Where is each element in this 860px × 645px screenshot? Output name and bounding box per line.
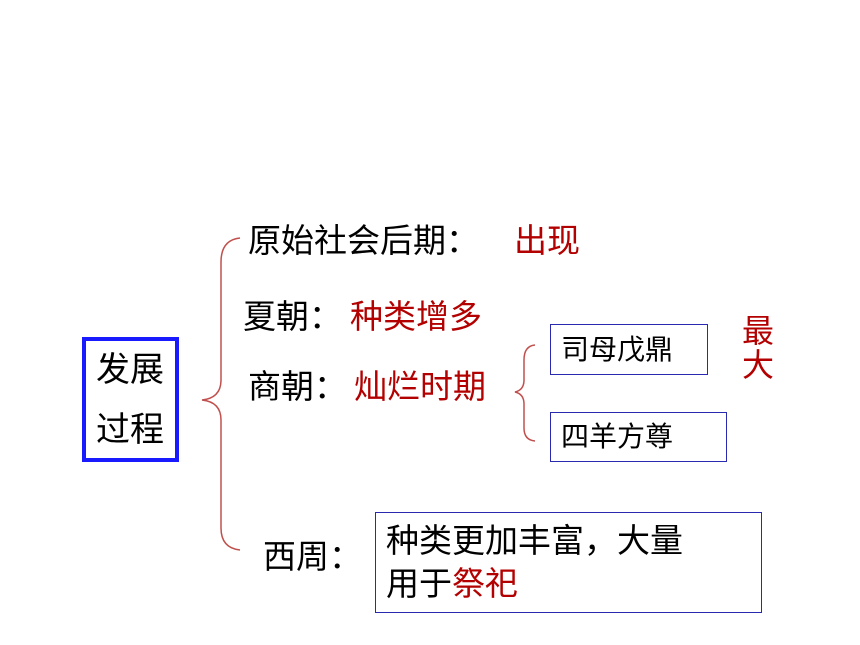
largest-note: 最 大: [740, 314, 776, 382]
branch-west-zhou-label: 西周：: [263, 537, 362, 576]
main-brace: [201, 237, 241, 551]
main-topic-line-2: 过程: [96, 410, 164, 450]
branch-xia-value: 种类增多: [350, 297, 482, 336]
branch-shang-value: 灿烂时期: [354, 367, 486, 406]
main-topic-line-1: 发展: [96, 350, 164, 390]
main-topic-box: 发展 过程: [82, 337, 179, 462]
west-zhou-line-1: 种类更加丰富，大量: [386, 521, 683, 560]
largest-note-char-2: 大: [741, 346, 774, 384]
west-zhou-line-2-black: 用于: [386, 564, 452, 603]
branch-xia-label: 夏朝：: [243, 297, 342, 336]
example-siyang-fangzun: 四羊方尊: [561, 420, 674, 453]
west-zhou-box: 种类更加丰富，大量 用于祭祀: [375, 512, 762, 613]
example-simuwu-ding: 司母戊鼎: [561, 333, 674, 366]
shang-brace: [514, 344, 536, 442]
west-zhou-line-2: 用于祭祀: [386, 567, 518, 600]
branch-primitive-label: 原始社会后期：: [248, 221, 479, 260]
example-box-siyang-fangzun: 四羊方尊: [550, 412, 727, 462]
example-box-simuwu-ding: 司母戊鼎: [550, 324, 708, 375]
branch-primitive-value: 出现: [514, 221, 580, 260]
largest-note-char-1: 最: [741, 312, 774, 350]
branch-shang-label: 商朝：: [248, 367, 347, 406]
west-zhou-line-2-red: 祭祀: [452, 564, 518, 603]
